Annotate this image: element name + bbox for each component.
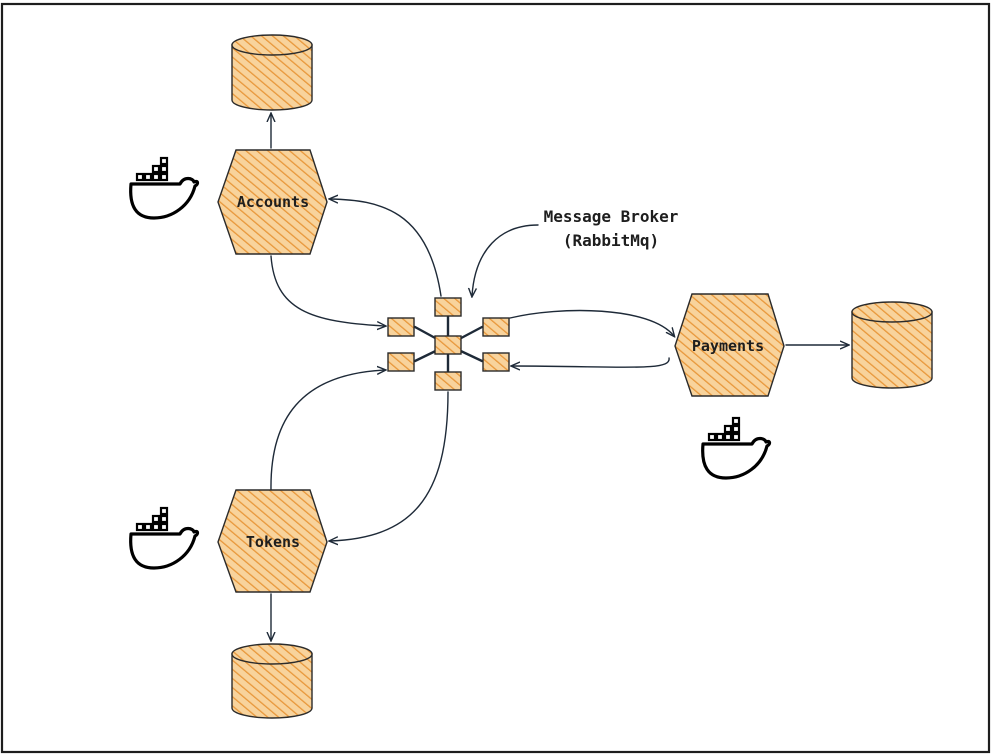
broker-queue-left-bottom bbox=[387, 352, 415, 372]
accounts-label: Accounts bbox=[237, 193, 309, 211]
broker-title: Message Broker bbox=[544, 207, 679, 226]
payments-to-broker-arrow bbox=[512, 357, 670, 367]
tokens-service: Tokens bbox=[217, 489, 328, 593]
accounts-to-broker-arrow bbox=[270, 255, 385, 326]
broker-queue-center bbox=[434, 335, 462, 355]
payments-label: Payments bbox=[692, 337, 764, 355]
broker-to-payments-arrow bbox=[509, 309, 674, 336]
broker-queue-right-bottom bbox=[482, 352, 510, 372]
database-cylinder-icon bbox=[851, 301, 933, 389]
docker-whale-icon bbox=[129, 506, 200, 570]
broker-callout-arrow bbox=[472, 224, 539, 296]
message-broker bbox=[387, 297, 510, 391]
database-cylinder-icon bbox=[231, 643, 313, 719]
broker-subtitle: (RabbitMq) bbox=[563, 231, 659, 250]
broker-queue-right-top bbox=[482, 317, 510, 337]
broker-queue-bottom bbox=[434, 371, 462, 391]
docker-whale-icon bbox=[129, 156, 200, 220]
accounts-service: Accounts bbox=[217, 149, 328, 255]
payments-service: Payments bbox=[674, 293, 785, 397]
tokens-to-broker-arrow bbox=[270, 370, 385, 491]
broker-to-tokens-arrow bbox=[330, 391, 449, 541]
tokens-label: Tokens bbox=[246, 533, 300, 551]
database-cylinder-icon bbox=[231, 34, 313, 111]
broker-queue-top bbox=[434, 297, 462, 317]
broker-queue-left-top bbox=[387, 317, 415, 337]
broker-to-accounts-arrow bbox=[330, 199, 442, 297]
docker-whale-icon bbox=[701, 416, 772, 480]
